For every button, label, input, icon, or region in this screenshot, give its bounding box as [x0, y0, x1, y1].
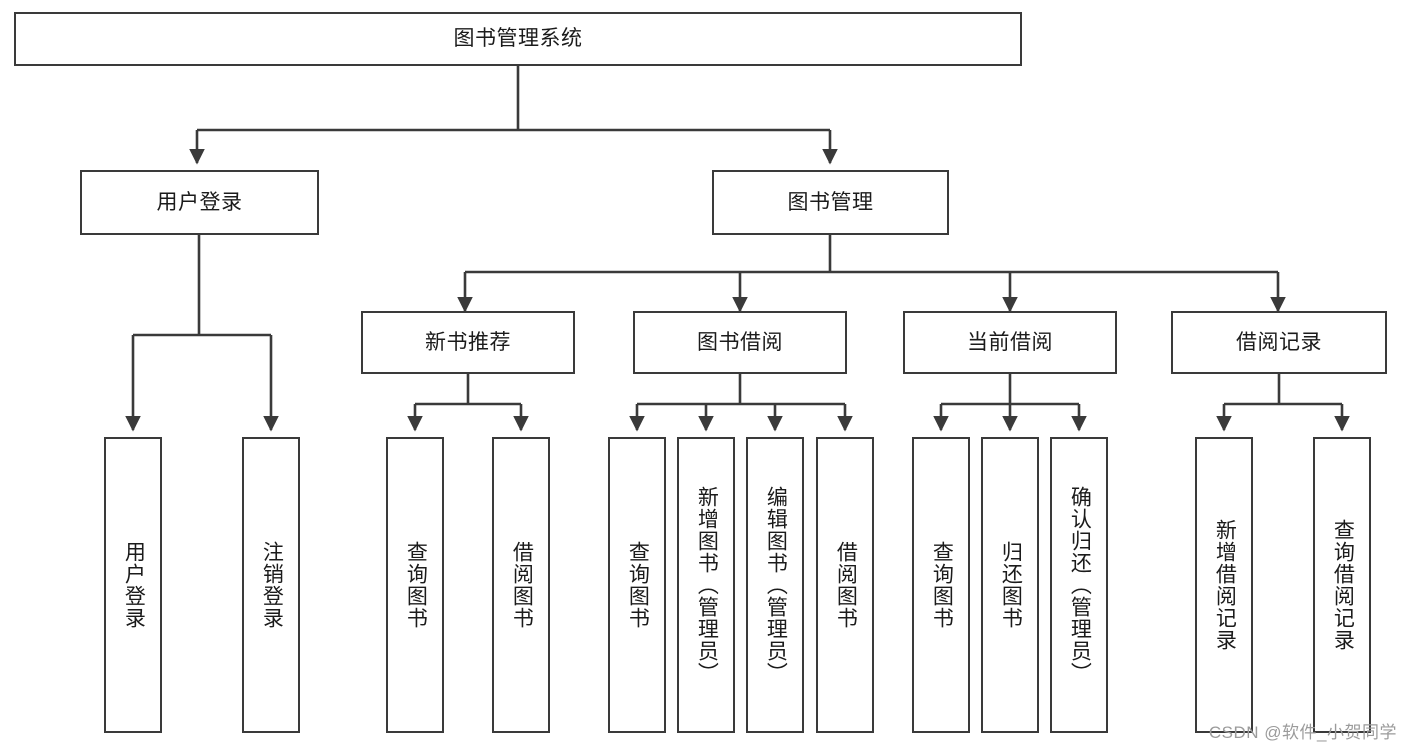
node-leaf-confirm-return[interactable]: 确认归还（管理员） [1050, 437, 1108, 733]
node-new-book-recommend[interactable]: 新书推荐 [361, 311, 575, 374]
node-label: 查询图书 [404, 541, 428, 629]
node-root-book-management-system[interactable]: 图书管理系统 [14, 12, 1022, 66]
node-label: 图书管理 [787, 190, 874, 214]
node-label: 新增图书（管理员） [695, 486, 719, 684]
node-leaf-query-book-1[interactable]: 查询图书 [386, 437, 444, 733]
node-leaf-query-record[interactable]: 查询借阅记录 [1313, 437, 1371, 733]
node-label: 编辑图书（管理员） [764, 486, 788, 684]
node-leaf-return-book[interactable]: 归还图书 [981, 437, 1039, 733]
node-label: 借阅图书 [834, 541, 858, 629]
node-label: 新书推荐 [425, 330, 511, 354]
node-label: 图书借阅 [697, 330, 783, 354]
node-leaf-add-book[interactable]: 新增图书（管理员） [677, 437, 735, 733]
node-borrow-record[interactable]: 借阅记录 [1171, 311, 1387, 374]
node-leaf-query-book-3[interactable]: 查询图书 [912, 437, 970, 733]
node-label: 当前借阅 [967, 330, 1053, 354]
node-leaf-add-record[interactable]: 新增借阅记录 [1195, 437, 1253, 733]
node-label: 归还图书 [999, 541, 1023, 629]
node-leaf-user-login[interactable]: 用户登录 [104, 437, 162, 733]
node-label: 图书管理系统 [453, 27, 583, 51]
node-current-borrow[interactable]: 当前借阅 [903, 311, 1117, 374]
node-label: 用户登录 [156, 190, 243, 214]
node-label: 确认归还（管理员） [1068, 486, 1092, 684]
node-book-borrow[interactable]: 图书借阅 [633, 311, 847, 374]
node-leaf-edit-book[interactable]: 编辑图书（管理员） [746, 437, 804, 733]
node-label: 查询图书 [930, 541, 954, 629]
node-label: 借阅记录 [1236, 330, 1322, 354]
node-label: 新增借阅记录 [1213, 519, 1237, 651]
csdn-watermark: CSDN @软件_小贺同学 [1208, 723, 1397, 742]
node-leaf-logout-login[interactable]: 注销登录 [242, 437, 300, 733]
node-label: 查询借阅记录 [1331, 519, 1355, 651]
node-book-management[interactable]: 图书管理 [712, 170, 949, 235]
node-label: 用户登录 [122, 541, 146, 629]
node-label: 借阅图书 [510, 541, 534, 629]
node-user-login[interactable]: 用户登录 [80, 170, 319, 235]
node-leaf-borrow-book-2[interactable]: 借阅图书 [816, 437, 874, 733]
node-label: 查询图书 [626, 541, 650, 629]
node-leaf-query-book-2[interactable]: 查询图书 [608, 437, 666, 733]
node-leaf-borrow-book-1[interactable]: 借阅图书 [492, 437, 550, 733]
node-label: 注销登录 [260, 541, 284, 629]
